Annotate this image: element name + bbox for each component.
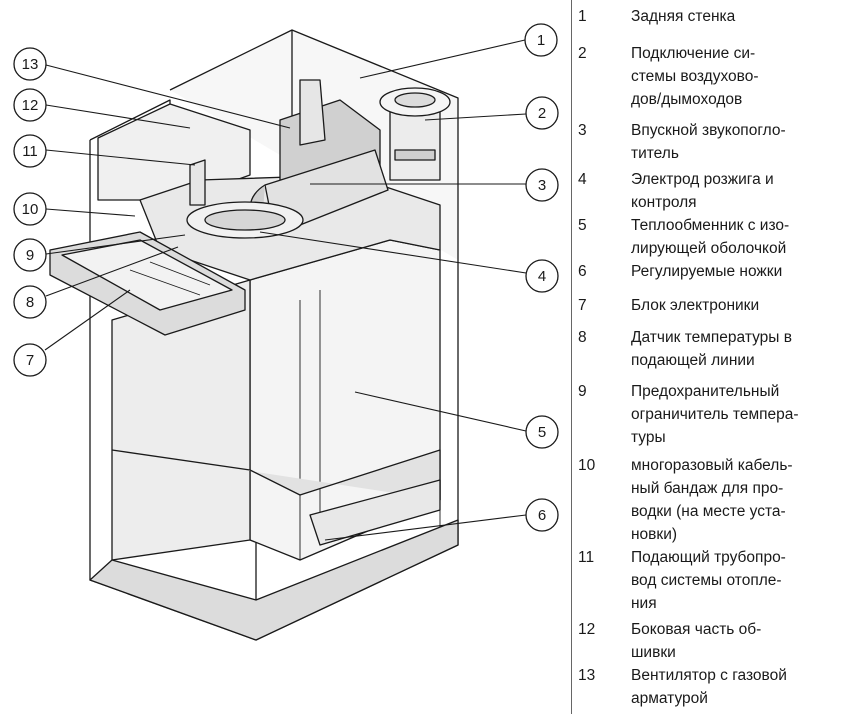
callout-number: 12 [22, 97, 39, 114]
callout-4: 4 [525, 259, 559, 293]
legend-label: Блок электроники [631, 297, 760, 314]
callout-circle [524, 23, 558, 57]
callout-number: 11 [22, 143, 38, 160]
leader-2 [424, 113, 527, 121]
legend-number: 13 [578, 667, 596, 684]
legend-number: 5 [578, 217, 587, 234]
legend-number: 6 [578, 263, 587, 280]
callout-13: 13 [13, 47, 47, 81]
legend-label: Регулируемые ножки [631, 263, 783, 280]
leader-lines [44, 39, 527, 541]
callout-3: 3 [525, 168, 559, 202]
callout-number: 5 [538, 424, 546, 441]
flue-pipe [389, 109, 441, 181]
callout-number: 2 [538, 105, 546, 122]
callout-number: 3 [538, 177, 546, 194]
legend-label: Предохранительный ограничитель темпера- … [631, 383, 799, 446]
callout-circle [525, 168, 559, 202]
boiler-illustration [49, 29, 459, 641]
flow-pipe [189, 159, 206, 206]
legend-label: многоразовый кабель- ный бандаж для про-… [631, 457, 793, 543]
callout-number: 9 [26, 247, 34, 264]
legend-list: 1 Задняя стенка 2 Подключение си- стемы … [572, 0, 845, 714]
callout-circle [525, 259, 559, 293]
legend-label: Вентилятор с газовой арматурой [631, 667, 787, 707]
callout-7: 7 [13, 343, 47, 377]
callout-circle [13, 134, 47, 168]
callout-number: 13 [22, 56, 39, 73]
callout-number: 10 [22, 201, 39, 218]
legend-number: 1 [578, 8, 587, 25]
callout-1: 1 [524, 23, 558, 57]
callout-number: 1 [537, 32, 545, 49]
legend-number: 10 [578, 457, 596, 474]
callout-circle [13, 285, 47, 319]
flue-inner [394, 92, 436, 108]
callout-6: 6 [525, 498, 559, 532]
legend-label: Впускной звукопогло- титель [631, 122, 786, 162]
legend-label: Теплообменник с изо- лирующей оболочкой [631, 217, 790, 257]
callout-circle [525, 498, 559, 532]
legend-number: 8 [578, 329, 587, 346]
insulation-jacket [299, 290, 321, 560]
legend-number: 4 [578, 171, 587, 188]
leader-5 [354, 391, 527, 432]
leader-10 [45, 208, 136, 217]
legend-label: Датчик температуры в подающей линии [631, 329, 792, 369]
flow-pipe-top [299, 79, 326, 146]
leader-12 [45, 104, 191, 129]
electronics-detail [129, 261, 211, 296]
insulation-bottom [111, 449, 441, 500]
base-tray [89, 519, 459, 641]
legend-label: Электрод розжига и контроля [631, 171, 774, 211]
legend-number: 12 [578, 621, 596, 638]
callout-11: 11 [13, 134, 47, 168]
legend-divider [571, 0, 572, 714]
callout-5: 5 [525, 415, 559, 449]
leader-7 [44, 289, 131, 351]
leader-1 [359, 39, 526, 79]
callout-10: 10 [13, 192, 47, 226]
leader-11 [45, 149, 196, 166]
callout-circle [525, 415, 559, 449]
leader-6 [324, 514, 527, 541]
callout-circle [525, 96, 559, 130]
leader-8 [45, 246, 179, 297]
flue-collar [394, 149, 436, 161]
legend-label: Подающий трубопро- вод системы отопле- н… [631, 549, 786, 612]
leader-9 [45, 234, 186, 255]
callout-9: 9 [13, 238, 47, 272]
callout-circle [13, 343, 47, 377]
callout-number: 7 [26, 352, 34, 369]
legend-label: Задняя стенка [631, 8, 736, 25]
legend-label: Подключение си- стемы воздухово- дов/дым… [631, 45, 759, 108]
callout-circle [13, 47, 47, 81]
side-panel [97, 103, 251, 201]
legend-number: 3 [578, 122, 587, 139]
burner-ring-inner [204, 209, 286, 231]
callout-2: 2 [525, 96, 559, 130]
callout-8: 8 [13, 285, 47, 319]
legend-label: Боковая часть об- шивки [631, 621, 762, 661]
leader-4 [259, 231, 527, 274]
callout-circle [13, 238, 47, 272]
callout-number: 8 [26, 294, 34, 311]
callout-12: 12 [13, 88, 47, 122]
leader-13 [45, 64, 291, 129]
callout-number: 4 [538, 268, 546, 285]
callout-circle [13, 192, 47, 226]
callout-circle [13, 88, 47, 122]
legend-number: 2 [578, 45, 587, 62]
callout-number: 6 [538, 507, 546, 524]
legend-number: 7 [578, 297, 587, 314]
legend-number: 11 [578, 549, 595, 566]
legend-number: 9 [578, 383, 587, 400]
adjustable-feet-bar [309, 479, 441, 546]
